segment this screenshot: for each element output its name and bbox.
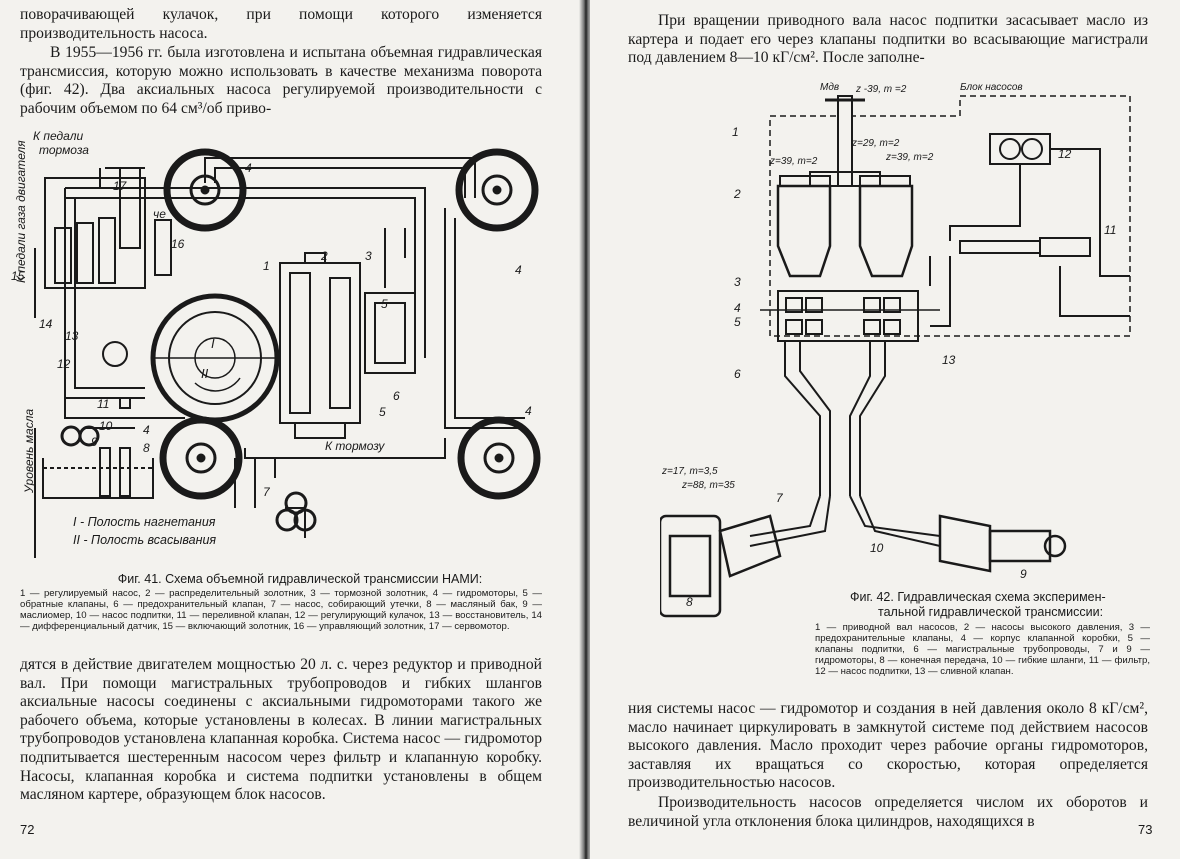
label-oil-level: Уровень масла: [22, 409, 36, 494]
figure-42-caption-title-2: тальной гидравлической трансмиссии:: [878, 605, 1104, 619]
label-n2: 2: [733, 187, 741, 201]
paragraph-top-left: поворачивающей кулачок, при помощи котор…: [20, 6, 542, 42]
paragraph-bottom-left: дятся в действие двигателем мощностью 20…: [20, 656, 542, 804]
paragraph-mid-right: ния системы насос — гидромотор и создани…: [628, 700, 1148, 792]
label-n4c: 4: [143, 423, 150, 437]
label-n12: 12: [1058, 147, 1072, 161]
paragraph-intro: В 1955—1956 гг. была изготовлена и испыт…: [20, 44, 542, 117]
label-n10: 10: [99, 419, 113, 433]
label-n6: 6: [734, 367, 741, 381]
left-page: поворачивающей кулачок, при помощи котор…: [0, 0, 583, 859]
label-pedal-brake-2: тормоза: [39, 143, 89, 157]
label-n8: 8: [686, 595, 693, 609]
label-cavity-1: I - Полость нагнетания: [73, 515, 216, 529]
label-n4d: 4: [525, 404, 532, 418]
page-number-right: 73: [1138, 822, 1153, 837]
page-number-left: 72: [20, 822, 35, 837]
label-block: Блок насосов: [960, 82, 1023, 93]
label-n7: 7: [776, 491, 784, 505]
figure-42-caption-title-1: Фиг. 42. Гидравлическая схема эксперимен…: [850, 590, 1106, 604]
label-pedal-brake-1: К педали: [33, 129, 83, 143]
label-n5: 5: [734, 315, 741, 329]
figure-41-caption-title: Фиг. 41. Схема объемной гидравлической т…: [117, 572, 483, 586]
label-gear-29: z=29, m=2: [851, 138, 900, 149]
label-n4b: 4: [515, 263, 522, 277]
label-n4a: 4: [245, 161, 252, 175]
label-roman-1: I: [211, 336, 215, 351]
label-n14: 14: [39, 317, 53, 331]
paragraph-bottom-right: Производительность насосов определяется …: [628, 794, 1148, 830]
label-n17: 17: [113, 179, 128, 193]
label-n5b: 5: [379, 405, 386, 419]
label-n9: 9: [1020, 567, 1027, 581]
label-n13: 13: [65, 329, 79, 343]
label-n3: 3: [734, 275, 741, 289]
label-n4: 4: [734, 301, 741, 315]
label-cavity-2: II - Полость всасывания: [73, 533, 216, 547]
paragraph-top-right: При вращении приводного вала насос подпи…: [628, 12, 1148, 67]
label-gear-top: z -39, m =2: [855, 84, 907, 95]
label-che: чe: [153, 207, 166, 221]
label-n11: 11: [1104, 223, 1116, 237]
right-page: При вращении приводного вала насос подпи…: [590, 0, 1180, 859]
label-gear-17: z=17, m=3,5: [661, 466, 718, 477]
label-gear-39b: z=39, m=2: [885, 152, 934, 163]
label-to-brake: К тормозу: [325, 439, 385, 453]
book-spine: [579, 0, 593, 859]
label-n3: 3: [365, 249, 372, 263]
label-gear-88: z=88, m=35: [681, 480, 735, 491]
label-n1: 1: [732, 125, 739, 139]
label-mdv: Mдв: [820, 82, 839, 93]
label-pedal-gas: К педали газа двигателя: [14, 140, 28, 283]
label-n10: 10: [870, 541, 884, 555]
figure-41-diagram: К педали тормоза К педали газа двигателя…: [11, 129, 541, 558]
label-n9: 9: [91, 435, 98, 449]
label-n2: 2: [320, 249, 328, 263]
label-n13: 13: [942, 353, 956, 367]
label-n16: 16: [171, 237, 185, 251]
label-n1: 1: [263, 259, 270, 273]
label-gear-39a: z=39, m=2: [769, 156, 818, 167]
label-n5: 5: [381, 297, 388, 311]
label-n7: 7: [263, 485, 271, 499]
label-n6: 6: [393, 389, 400, 403]
label-roman-2: II: [201, 366, 209, 381]
figure-42-diagram: Mдв z -39, m =2 Блок насосов z=29, m=2 z…: [660, 82, 1131, 618]
label-n15: 15: [11, 269, 25, 283]
figure-42-caption-legend: 1 — приводной вал насосов, 2 — насосы вы…: [815, 622, 1150, 677]
label-n8: 8: [143, 441, 150, 455]
label-n11: 11: [97, 397, 109, 411]
label-n12: 12: [57, 357, 71, 371]
figure-41-caption-legend: 1 — регулируемый насос, 2 — распределите…: [20, 588, 542, 632]
